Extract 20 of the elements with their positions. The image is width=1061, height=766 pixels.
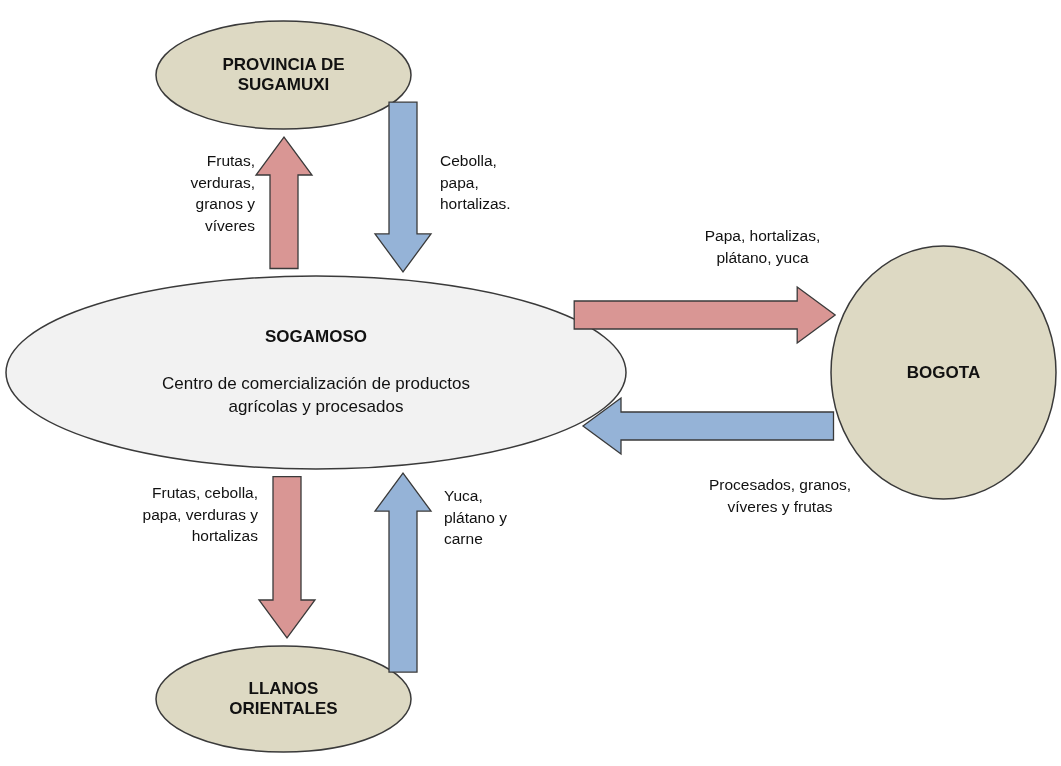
block-arrow [257, 475, 317, 640]
edge-label: Frutas, verduras, granos y víveres [189, 151, 255, 237]
block-arrow [254, 135, 314, 270]
ellipse-node [155, 645, 412, 753]
block-arrow [373, 101, 433, 273]
ellipse-node [5, 275, 627, 470]
edge-label: Cebolla, papa, hortalizas. [440, 151, 512, 215]
node-description: Centro de comercialización de productos agrícolas y procesados [160, 372, 472, 418]
block-arrow [573, 285, 837, 345]
edge-label: Frutas, cebolla, papa, verduras y hortalizas [141, 483, 258, 547]
edge-label: Procesados, granos, víveres y frutas [707, 475, 853, 517]
edge-label: Yuca, plátano y carne [444, 486, 508, 550]
node-title: BOGOTA [906, 362, 981, 383]
node-title: SOGAMOSO [265, 326, 367, 347]
node-title: PROVINCIA DE SUGAMUXI [221, 55, 346, 95]
ellipse-node [155, 20, 412, 130]
block-arrow [373, 472, 433, 673]
block-arrow [581, 396, 835, 456]
edge-label: Papa, hortalizas, plátano, yuca [703, 226, 822, 268]
node-title: LLANOS ORIENTALES [228, 679, 339, 719]
